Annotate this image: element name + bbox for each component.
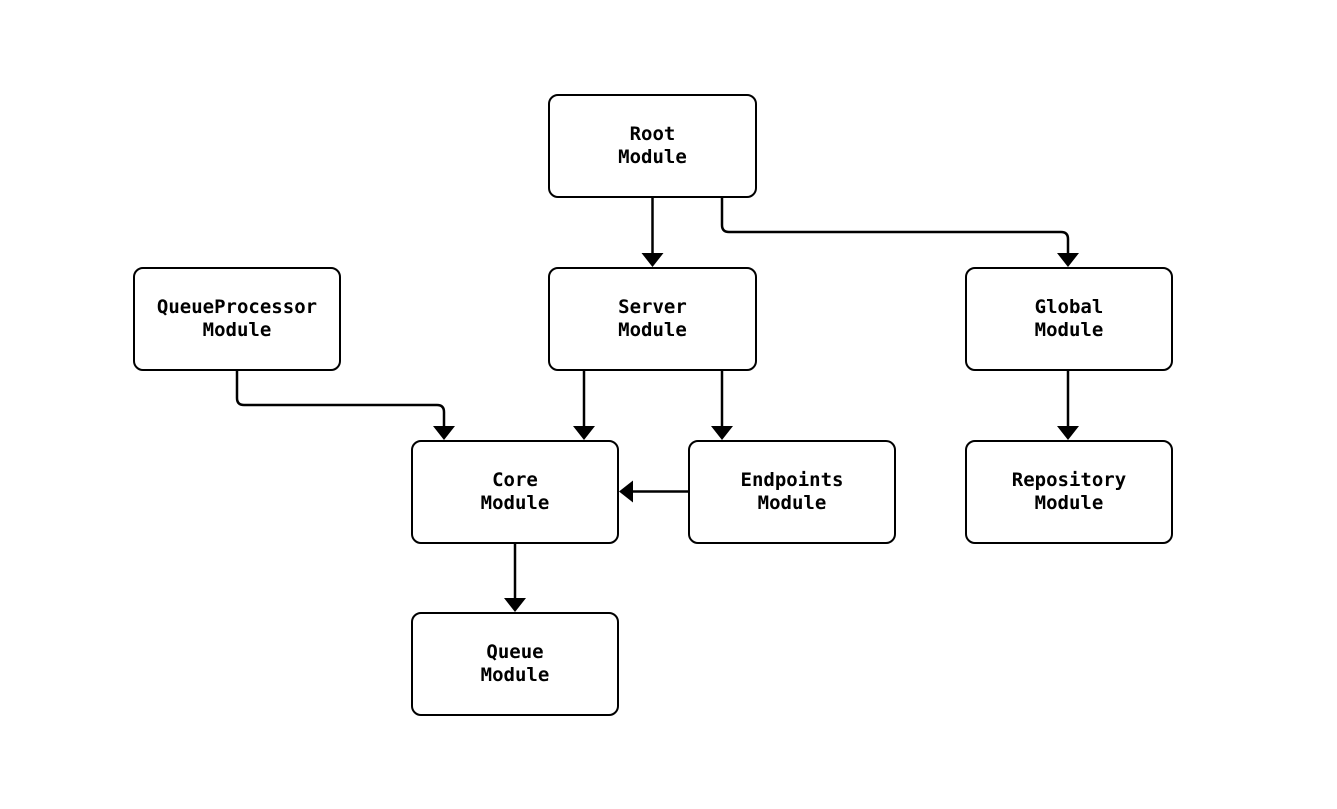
node-endpoints-module: Endpoints Module xyxy=(688,440,896,544)
node-server-module: Server Module xyxy=(548,267,757,371)
node-queueprocessor-module-label: QueueProcessor Module xyxy=(156,296,318,341)
edge-root-to-server xyxy=(641,198,664,267)
edge-endpoints-to-core xyxy=(619,480,688,503)
node-endpoints-module-label: Endpoints Module xyxy=(740,469,844,514)
node-global-module: Global Module xyxy=(965,267,1173,371)
edge-server-to-endpoints xyxy=(711,371,733,440)
edge-root-to-global xyxy=(720,198,1079,267)
node-repository-module: Repository Module xyxy=(965,440,1173,544)
node-core-module-label: Core Module xyxy=(480,469,550,514)
node-root-module-label: Root Module xyxy=(618,123,687,168)
node-queue-module: Queue Module xyxy=(411,612,619,716)
edge-server-to-core xyxy=(573,371,595,440)
edge-core-to-queue xyxy=(504,544,526,612)
node-queue-module-label: Queue Module xyxy=(480,641,550,686)
node-repository-module-label: Repository Module xyxy=(1011,469,1127,514)
node-root-module: Root Module xyxy=(548,94,757,198)
node-queueprocessor-module: QueueProcessor Module xyxy=(133,267,341,371)
node-global-module-label: Global Module xyxy=(1034,296,1104,341)
node-server-module-label: Server Module xyxy=(618,296,687,341)
edge-queueprocessor-to-core xyxy=(235,371,455,440)
node-core-module: Core Module xyxy=(411,440,619,544)
edge-global-to-repository xyxy=(1057,371,1079,440)
